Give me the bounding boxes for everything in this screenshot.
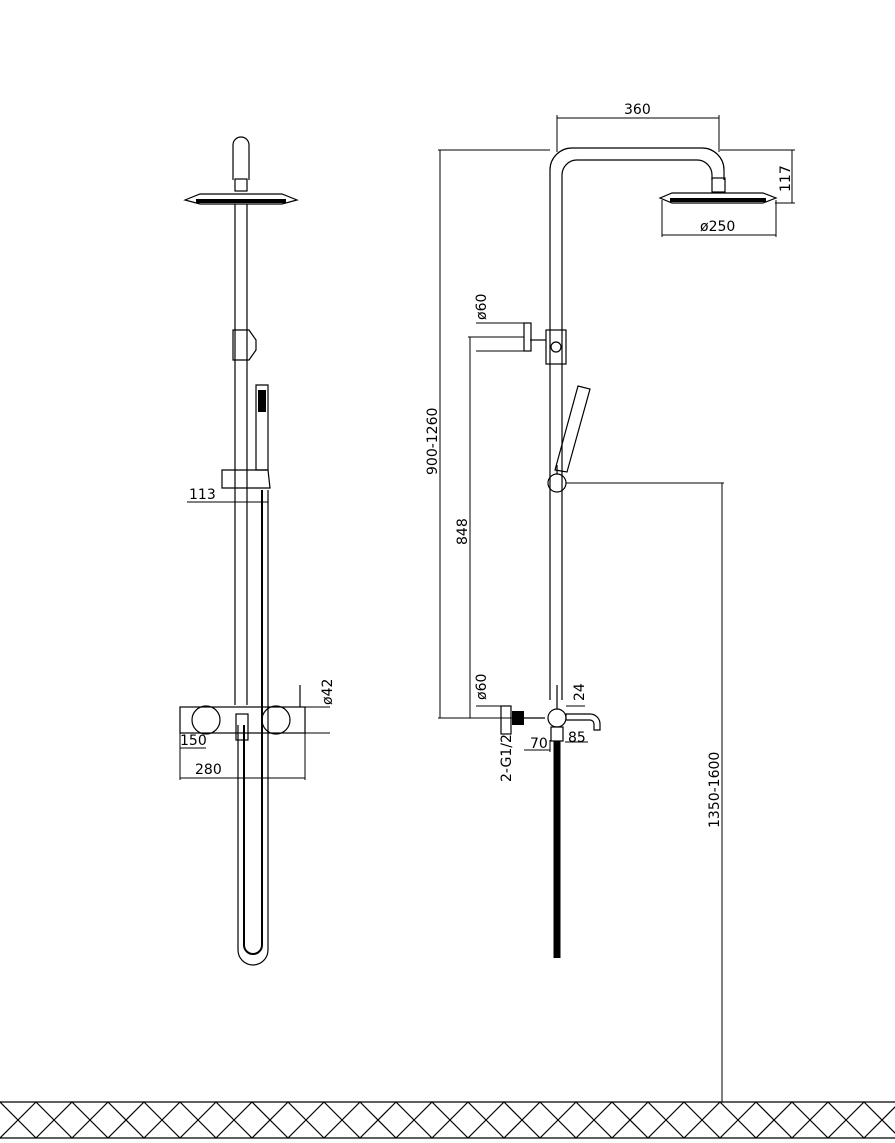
side-mixer-inlet (512, 711, 524, 725)
front-upper-bracket (232, 329, 257, 361)
side-gooseneck (549, 147, 725, 700)
front-slider-holder (221, 469, 271, 489)
front-dim-113: 113 (189, 487, 216, 503)
side-slider-knob (547, 473, 567, 493)
front-dim-150: 150 (180, 733, 207, 749)
side-dim-1350-1600: 1350-1600 (707, 752, 723, 828)
side-view: 360 117 ø250 ø60 848 900- (425, 102, 795, 1102)
front-overhead-shower-face (196, 199, 286, 203)
floor-hatch-cross (431, 1101, 469, 1139)
floor-hatch-cross (107, 1101, 145, 1139)
floor-hatch-cross (755, 1101, 793, 1139)
side-dim-60-top: ø60 (474, 294, 490, 320)
floor-hatch-cross (251, 1101, 289, 1139)
front-mixer-knob-left (191, 705, 221, 735)
side-dim-60-bottom: ø60 (474, 674, 490, 700)
floor-hatch-cross (611, 1101, 649, 1139)
front-dim-280: 280 (195, 762, 222, 778)
side-wall-flange-bottom (500, 705, 512, 735)
floor-hatch-cross (791, 1101, 829, 1139)
floor-hatch-cross (323, 1101, 361, 1139)
side-spout (565, 713, 601, 731)
floor-hatch-cross (683, 1101, 721, 1139)
side-dim-900-1260: 900-1260 (425, 408, 441, 475)
floor-hatch-cross (539, 1101, 577, 1139)
floor-hatch-cross (35, 1101, 73, 1139)
floor-hatch-cross (359, 1101, 397, 1139)
side-dim-848: 848 (455, 518, 471, 545)
side-dim-g12: 2-G1/2 (499, 734, 515, 782)
side-head-connector (711, 177, 726, 193)
front-dim-42: ø42 (320, 679, 336, 705)
side-dim-250: ø250 (700, 219, 735, 235)
front-hose-inner (237, 490, 269, 966)
side-upper-bracket (545, 329, 567, 365)
side-overhead-shower (658, 192, 778, 204)
side-upper-bracket-knob (550, 341, 562, 353)
floor-hatch-cross (0, 1101, 37, 1139)
floor-hatch-cross (647, 1101, 685, 1139)
floor (0, 1101, 895, 1139)
front-hose (243, 490, 263, 955)
front-view: 113 ø42 150 280 (179, 136, 336, 966)
side-dim-117: 117 (778, 165, 794, 192)
side-mixer-body (547, 708, 567, 728)
side-dim-24: 24 (572, 683, 588, 701)
floor-hatch-cross (467, 1101, 505, 1139)
front-head-connector (234, 178, 248, 192)
side-dim-360: 360 (624, 102, 651, 118)
side-wall-flange-top (523, 322, 532, 352)
side-mixer-outlet (550, 726, 564, 742)
floor-hatch-cross (179, 1101, 217, 1139)
side-overhead-shower-face (670, 198, 766, 202)
front-mixer-outlet (235, 713, 249, 741)
floor-hatch-cross (503, 1101, 541, 1139)
floor-hatch-pattern (0, 1101, 895, 1139)
front-mixer-knob-right (261, 705, 291, 735)
side-gooseneck-inner (561, 159, 713, 700)
floor-hatch-cross (287, 1101, 325, 1139)
floor-hatch-cross (71, 1101, 109, 1139)
side-hand-shower (554, 385, 591, 473)
floor-hatch-cross (719, 1101, 757, 1139)
side-dim-85: 85 (568, 730, 586, 746)
floor-hatch-cross (827, 1101, 865, 1139)
floor-hatch-cross (215, 1101, 253, 1139)
front-overhead-shower (183, 193, 299, 205)
front-hand-shower-nozzle (258, 390, 266, 412)
floor-hatch-cross (395, 1101, 433, 1139)
side-dim-70: 70 (530, 736, 548, 752)
front-riser-top (232, 136, 250, 180)
floor-hatch-cross (863, 1101, 895, 1139)
floor-hatch-cross (143, 1101, 181, 1139)
floor-hatch-cross (575, 1101, 613, 1139)
front-mixer-body (179, 706, 306, 734)
